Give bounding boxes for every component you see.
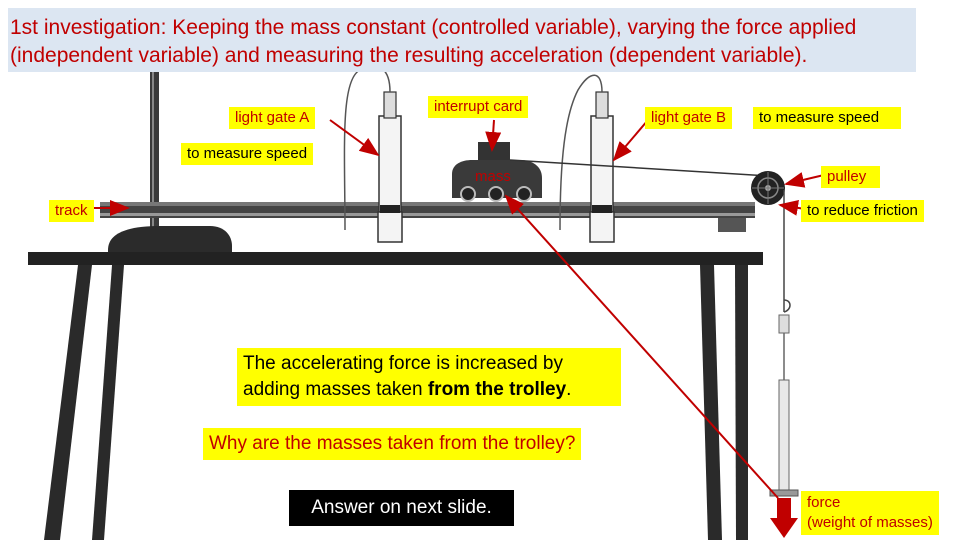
title-box xyxy=(8,8,916,72)
arrow-interrupt-card xyxy=(485,119,502,152)
slide-title: 1st investigation: Keeping the mass cons… xyxy=(10,16,857,67)
mass-hanger-drawing xyxy=(769,299,799,497)
statement-box: The accelerating force is increased by a… xyxy=(237,348,621,406)
light-gate-b-drawing xyxy=(559,74,615,243)
label-track: track xyxy=(49,200,94,222)
label-light-gate-a: light gate A xyxy=(229,107,316,129)
label-interrupt-card: interrupt card xyxy=(428,96,529,118)
string-horizontal xyxy=(509,159,771,177)
label-to-measure-speed-left: to measure speed xyxy=(181,143,314,165)
light-gate-a-drawing xyxy=(343,65,403,243)
arrow-pulley xyxy=(784,172,825,188)
table-leg-inner-left xyxy=(92,265,124,540)
table-top xyxy=(28,252,763,265)
track-bar-top xyxy=(100,202,755,206)
table-leg-left xyxy=(44,265,92,540)
table-leg-inner-right xyxy=(735,265,748,540)
answer-box[interactable]: Answer on next slide. xyxy=(289,490,514,526)
statement-bold: from the trolley xyxy=(427,379,567,400)
force-arrow-icon xyxy=(770,498,798,538)
question-box: Why are the masses taken from the trolle… xyxy=(203,428,582,460)
stand-base xyxy=(108,226,232,252)
label-pulley: pulley xyxy=(821,166,880,188)
table-leg-right xyxy=(700,265,722,540)
arrow-light-gate-a xyxy=(329,119,380,157)
pulley-drawing xyxy=(751,171,785,205)
label-mass: mass xyxy=(475,168,511,185)
label-force-text: force xyxy=(807,494,841,511)
stand-pole xyxy=(150,10,159,235)
stand-pole-highlight xyxy=(152,10,154,235)
label-to-reduce-friction: to reduce friction xyxy=(801,200,924,222)
track-bracket xyxy=(718,218,746,232)
label-weight-of-masses: (weight of masses) xyxy=(807,514,933,531)
arrow-force-to-mass xyxy=(504,194,779,499)
arrow-to-reduce-friction xyxy=(778,199,806,216)
label-light-gate-b: light gate B xyxy=(645,107,733,129)
statement-part1: The accelerating force is increased by a… xyxy=(243,353,563,400)
arrow-light-gate-b xyxy=(612,119,649,162)
label-to-measure-speed-right: to measure speed xyxy=(753,107,901,129)
label-force: force (weight of masses) xyxy=(801,491,939,535)
statement-part2: . xyxy=(566,379,572,400)
track-bar-bottom xyxy=(100,213,755,216)
